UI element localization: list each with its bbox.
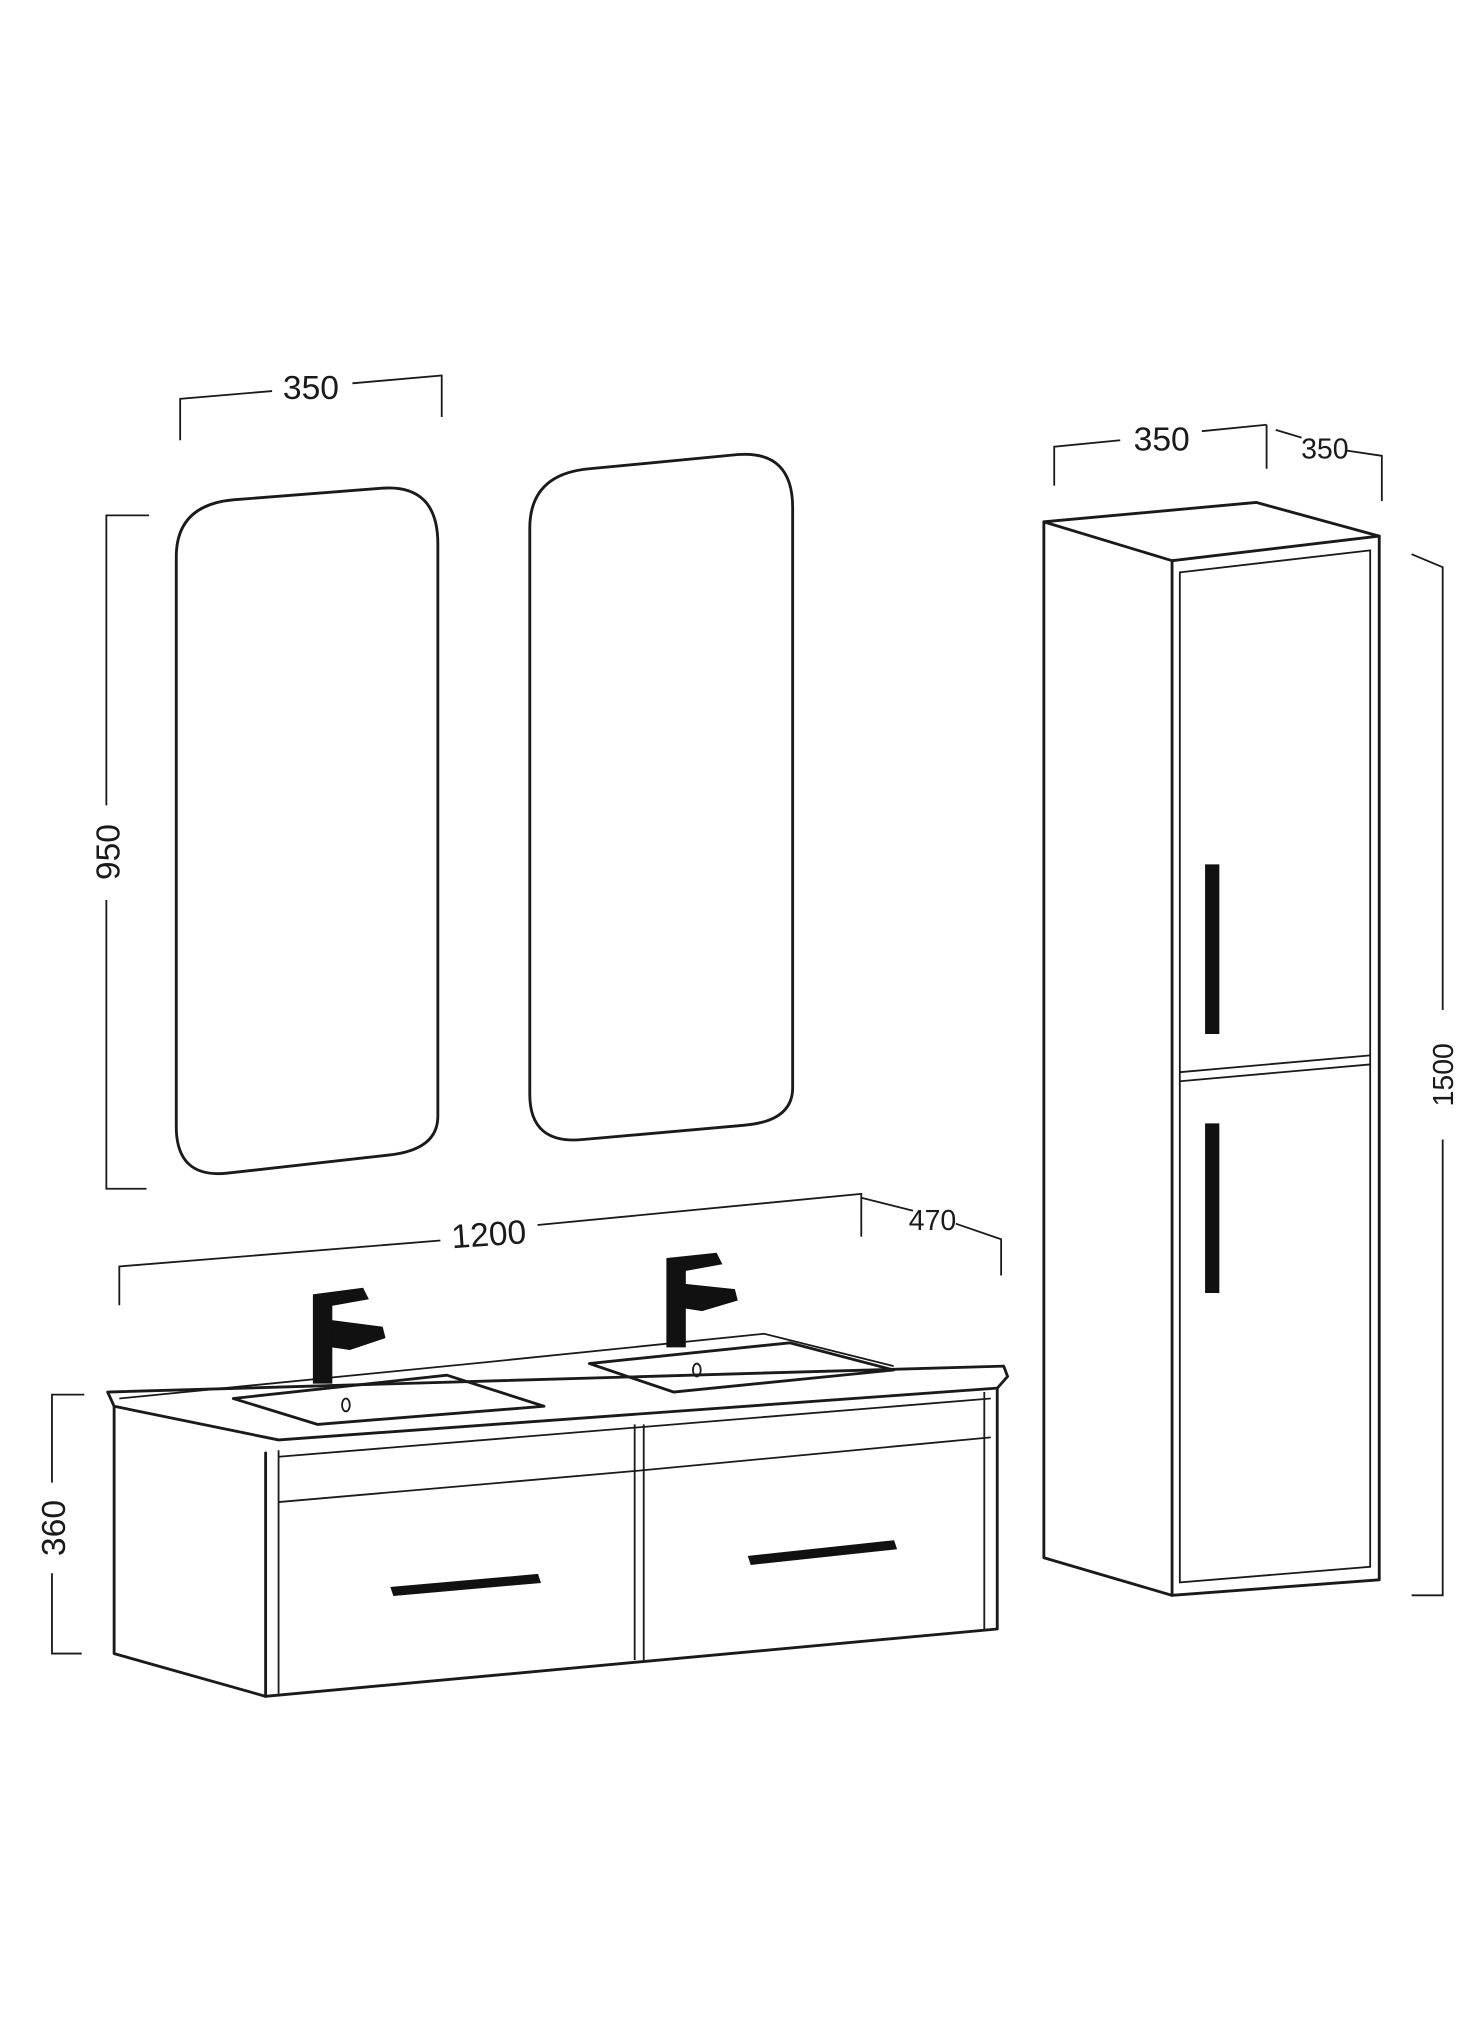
cabinet-depth-label: 350 — [1301, 433, 1348, 465]
mirror-left — [174, 486, 440, 1176]
cabinet-width-label: 350 — [1134, 422, 1190, 459]
vanity-width-label: 1200 — [450, 1214, 527, 1256]
basin-right — [587, 1341, 896, 1394]
drain-right — [692, 1362, 702, 1378]
door-handle-upper — [1205, 864, 1220, 1034]
vanity-height-label: 360 — [36, 1500, 73, 1556]
mirror-height-dimension: 950 — [90, 514, 150, 1190]
tall-cabinet — [1042, 500, 1381, 1597]
drawer-handle-left — [390, 1573, 542, 1597]
vanity-unit — [106, 1252, 1010, 1698]
mirror-width-label: 350 — [283, 370, 339, 407]
cabinet-depth-dimension: 350 — [1265, 424, 1383, 502]
basin-left — [231, 1373, 546, 1426]
faucet-left-icon — [312, 1287, 386, 1384]
mirror-width-dimension: 350 — [179, 370, 443, 441]
vanity-depth-dimension: 470 — [861, 1196, 1003, 1276]
drain-left — [341, 1397, 351, 1413]
door-handle-lower — [1205, 1123, 1220, 1293]
cabinet-width-dimension: 350 — [1053, 422, 1267, 486]
vanity-width-dimension: 1200 — [118, 1192, 863, 1306]
faucet-right-icon — [666, 1252, 738, 1348]
vanity-height-dimension: 360 — [36, 1393, 85, 1655]
mirror-height-label: 950 — [90, 824, 127, 880]
mirror-right — [528, 452, 795, 1142]
cabinet-height-label: 1500 — [1428, 1043, 1460, 1106]
vanity-depth-label: 470 — [909, 1205, 957, 1237]
drawer-handle-right — [747, 1540, 898, 1565]
cabinet-height-dimension: 1500 — [1411, 553, 1460, 1597]
